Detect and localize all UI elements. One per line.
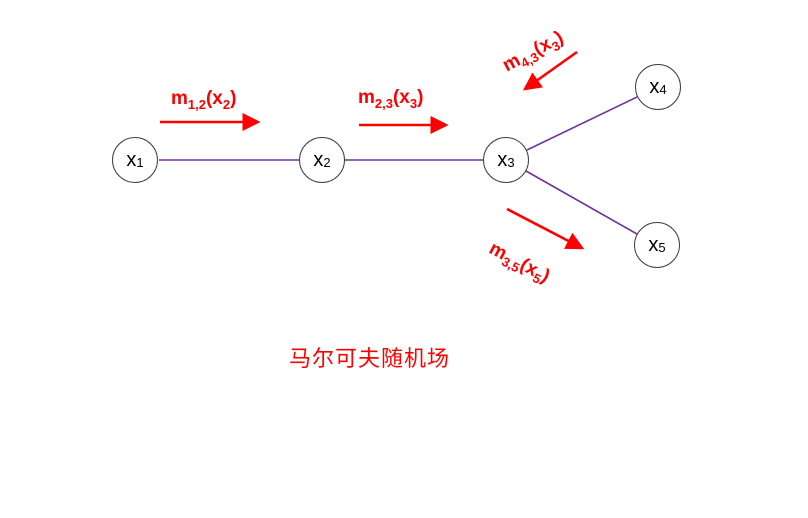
- m23-arg: (x: [392, 87, 410, 108]
- node-x4-label: x: [649, 75, 660, 98]
- message-label-m12: m1,2(x2): [171, 88, 236, 112]
- node-x4-sub: 4: [659, 81, 667, 97]
- node-x3-sub: 3: [507, 154, 515, 170]
- m23-close: ): [417, 87, 424, 108]
- edge-x3-x4: [526, 96, 638, 151]
- message-arrow-m43-icon: [522, 50, 578, 91]
- node-x5-label: x: [648, 233, 659, 256]
- m12-argsub: 2: [222, 96, 231, 112]
- m12-sub: 1,2: [187, 96, 206, 112]
- m23-argsub: 3: [409, 95, 418, 111]
- m12-arg: (x: [205, 88, 223, 109]
- node-x3-label: x: [497, 148, 508, 171]
- node-x2-sub: 2: [323, 154, 331, 170]
- m23-sub: 2,3: [374, 95, 393, 111]
- m23-name: m: [358, 87, 375, 108]
- node-x1-sub: 1: [136, 154, 144, 170]
- m12-close: ): [230, 88, 237, 109]
- message-arrow-m35-icon: [506, 207, 585, 250]
- edge-x3-x5: [525, 170, 638, 235]
- node-x2-label: x: [313, 148, 324, 171]
- node-x1-label: x: [126, 148, 137, 171]
- diagram-caption: 马尔可夫随机场: [289, 346, 451, 371]
- message-label-m23: m2,3(x3): [358, 87, 423, 111]
- m12-name: m: [171, 88, 188, 109]
- node-x5-sub: 5: [658, 239, 666, 255]
